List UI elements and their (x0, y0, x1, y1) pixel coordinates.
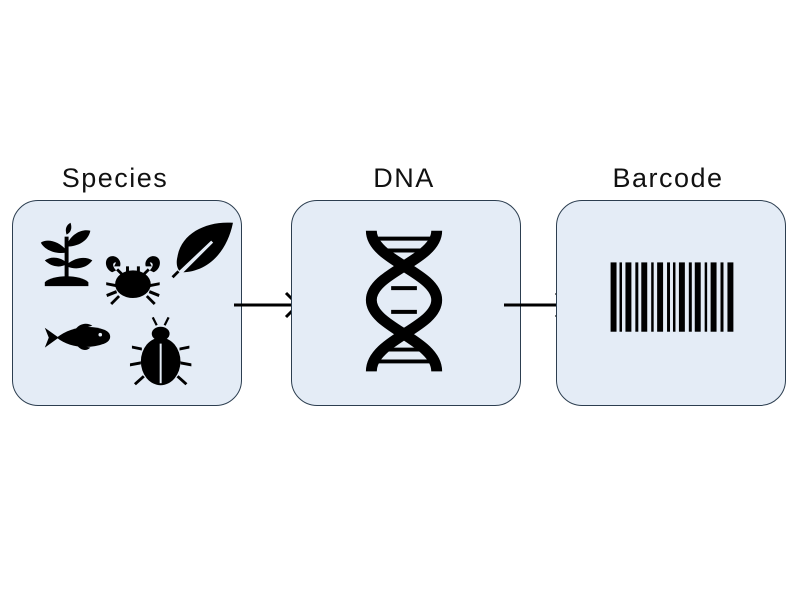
sprout-icon (40, 222, 93, 287)
barcode-panel (556, 200, 786, 406)
species-panel (12, 200, 242, 406)
stage-label-species: Species (61, 163, 169, 193)
crab-icon (105, 256, 160, 305)
dna-helix-icon (365, 229, 443, 373)
barcode-icon (610, 262, 734, 332)
dna-panel (291, 200, 521, 406)
beetle-icon (129, 316, 192, 386)
leaf-icon (171, 222, 233, 279)
stage-label-dna: DNA (373, 163, 435, 193)
stage-label-barcode: Barcode (612, 163, 724, 193)
fish-icon (44, 323, 111, 350)
